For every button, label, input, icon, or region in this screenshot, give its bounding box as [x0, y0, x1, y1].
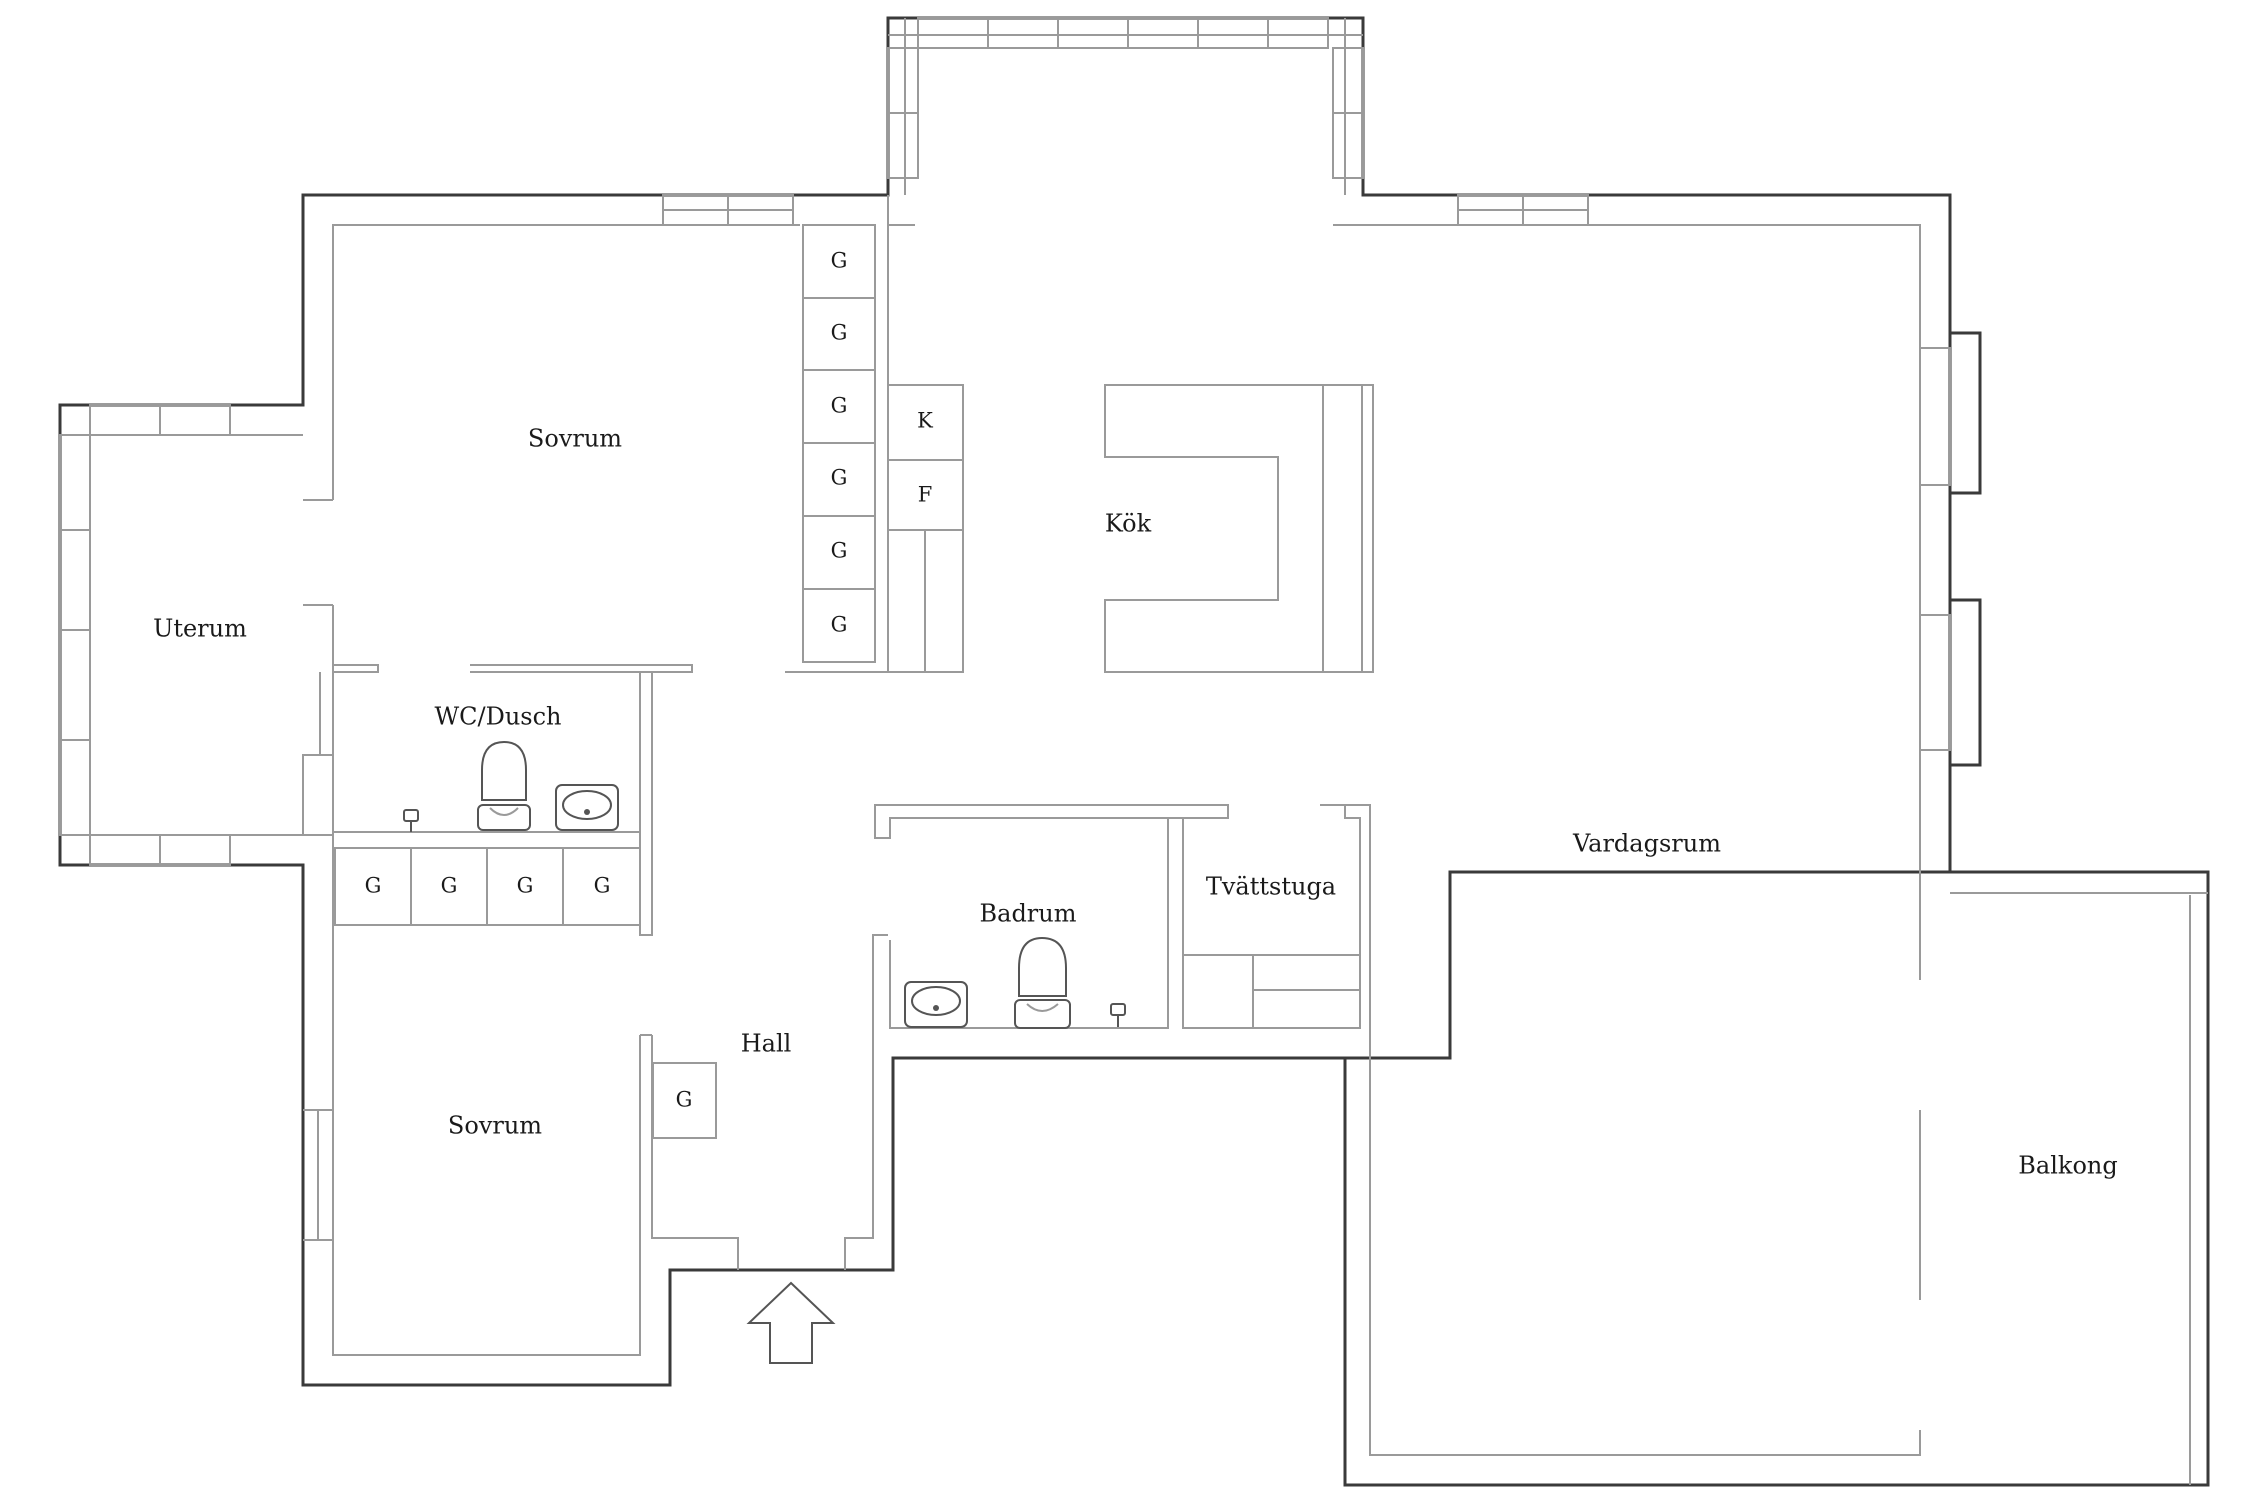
room-labels: Sovrum Uterum WC/Dusch Sovrum Hall Kök B… — [153, 425, 2118, 1180]
wardrobe-label: G — [831, 394, 848, 418]
outer-wall-balcony-wing — [1343, 870, 2210, 1487]
wardrobe-label: G — [365, 874, 382, 898]
freezer-label: F — [918, 483, 933, 507]
sink-icon — [904, 981, 968, 1028]
wardrobe-label: G — [831, 321, 848, 345]
room-label-hall: Hall — [741, 1030, 792, 1058]
wardrobe-label: G — [676, 1088, 693, 1112]
wardrobe-label: G — [831, 613, 848, 637]
room-label-badrum: Badrum — [980, 900, 1077, 928]
tap-icon — [1110, 1003, 1126, 1027]
entrance-arrow-icon — [746, 1281, 836, 1364]
wardrobe-label: G — [831, 466, 848, 490]
room-label-balkong: Balkong — [2018, 1152, 2117, 1180]
fridge-freezer: K F — [887, 384, 964, 672]
wardrobe-label: G — [517, 874, 534, 898]
fridge-label: K — [917, 409, 933, 433]
room-label-kok: Kök — [1105, 510, 1152, 538]
wardrobe-label: G — [831, 249, 848, 273]
window — [1919, 347, 1951, 486]
toilet-icon — [1014, 936, 1071, 1029]
bay-window-1 — [1948, 331, 1982, 495]
room-label-vardagsrum: Vardagsrum — [1572, 830, 1721, 858]
room-label-tvattstuga: Tvättstuga — [1206, 873, 1336, 901]
wardrobe-label: G — [831, 539, 848, 563]
inner-walls — [89, 18, 2208, 1485]
window — [1919, 614, 1951, 751]
wardrobe-row: G G G G — [334, 847, 641, 926]
outer-walls — [58, 16, 2210, 1487]
hall-wardrobe: G — [652, 1062, 717, 1139]
window — [917, 17, 1329, 49]
toilet-icon — [477, 740, 531, 831]
room-label-sovrum: Sovrum — [528, 425, 622, 453]
window — [302, 754, 334, 836]
sink-icon — [555, 784, 619, 831]
bay-window-2 — [1948, 598, 1982, 767]
window — [59, 434, 91, 836]
outer-wall-west-wing — [58, 16, 1952, 1387]
windows — [59, 17, 1951, 866]
wardrobe-label: G — [441, 874, 458, 898]
wardrobe-label: G — [594, 874, 611, 898]
wardrobe-column: G G G G G G — [802, 224, 876, 663]
room-label-wc-dusch: WC/Dusch — [434, 703, 561, 731]
tap-icon — [403, 809, 419, 832]
room-label-sovrum: Sovrum — [448, 1112, 542, 1140]
room-label-uterum: Uterum — [153, 615, 247, 643]
